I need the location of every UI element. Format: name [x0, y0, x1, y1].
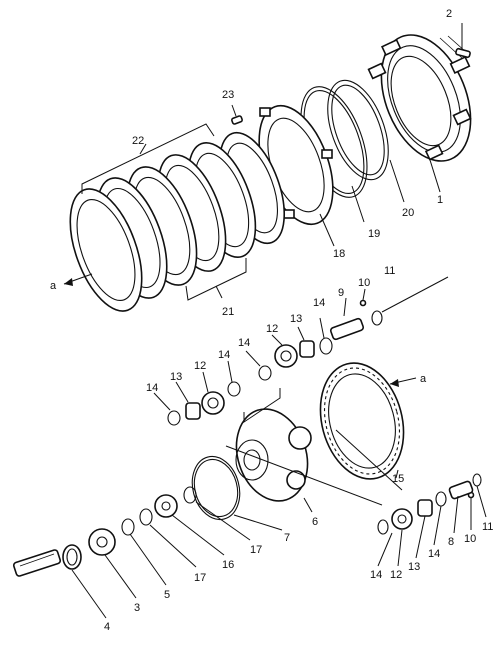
callout-4: 4: [104, 621, 110, 633]
part-housing-ring: [367, 34, 472, 162]
callout-2: 2: [446, 8, 452, 20]
callout-23: 23: [222, 89, 234, 101]
callout-14-f: 14: [428, 548, 440, 560]
callout-14-d: 14: [146, 382, 158, 394]
callout-8: 8: [448, 536, 454, 548]
callout-14-c: 14: [218, 349, 230, 361]
part-spring: [231, 115, 243, 125]
part-sun-gear-16: [154, 494, 178, 518]
part-bearing-lower: [417, 499, 433, 517]
callout-a-right: a: [420, 373, 427, 385]
callout-18: 18: [333, 248, 345, 260]
part-shaft-upper: [329, 317, 365, 341]
callout-11-upper: 11: [384, 265, 395, 277]
part-planet-gear-mid: [201, 391, 225, 415]
callout-labels: 2 1 20 19 18 23 22 21 a 11 10 9 14 13 12…: [50, 8, 493, 633]
part-input-shaft: [12, 549, 62, 577]
part-ball-upper: [359, 299, 367, 307]
callout-14-a: 14: [313, 297, 325, 309]
callout-16: 16: [222, 559, 234, 571]
callout-1: 1: [437, 194, 443, 206]
callout-12-c: 12: [390, 569, 402, 581]
callout-12-b: 12: [194, 360, 206, 372]
part-washer-upper-a: [319, 337, 333, 355]
callout-20: 20: [402, 207, 414, 219]
part-washer-17a: [183, 486, 197, 504]
part-pin: [455, 47, 471, 59]
clutch-disc-stack: [69, 131, 286, 312]
callout-15: 15: [392, 473, 404, 485]
callout-17-a: 17: [250, 544, 262, 556]
part-washer-mid-a: [227, 381, 241, 397]
part-bearing-mid: [185, 402, 201, 420]
part-washer-mid-b: [167, 410, 181, 426]
callout-17-b: 17: [194, 572, 206, 584]
part-planet-carrier: [235, 408, 312, 502]
part-ring-gear: [319, 362, 405, 480]
part-o-ring-carrier: [191, 455, 241, 521]
part-bearing-upper-a: [299, 340, 315, 358]
callout-7: 7: [284, 532, 290, 544]
callout-22: 22: [132, 135, 144, 147]
callout-13-b: 13: [170, 371, 182, 383]
part-washer-17b: [139, 508, 153, 526]
callout-19: 19: [368, 228, 380, 240]
part-snap-ring-large: [327, 79, 389, 181]
part-washer-lower-b: [377, 519, 389, 535]
part-seal-4: [62, 544, 82, 570]
callout-12-a: 12: [266, 323, 278, 335]
part-washer-lower-a: [435, 491, 447, 507]
callout-9: 9: [338, 287, 344, 299]
part-planet-gear-upper-a: [274, 344, 298, 368]
callout-14-b: 14: [238, 337, 250, 349]
callout-3: 3: [134, 602, 140, 614]
leader-lines: [63, 23, 487, 619]
part-washer-5: [121, 518, 135, 536]
callout-21: 21: [222, 306, 234, 318]
callout-13-a: 13: [290, 313, 302, 325]
callout-10-upper: 10: [358, 277, 370, 289]
part-shaft-lower: [448, 480, 474, 500]
callout-10-lower: 10: [464, 533, 476, 545]
part-ring-upper: [371, 310, 383, 326]
part-washer-upper-b: [258, 365, 272, 381]
callout-a-left: a: [50, 280, 57, 292]
callout-11-lower: 11: [482, 521, 493, 533]
part-gear-3: [88, 528, 116, 556]
callout-13-c: 13: [408, 561, 420, 573]
callout-5: 5: [164, 589, 170, 601]
callout-14-e: 14: [370, 569, 382, 581]
part-planet-gear-lower: [391, 508, 413, 530]
callout-6: 6: [312, 516, 318, 528]
part-ring-lower: [472, 473, 482, 487]
